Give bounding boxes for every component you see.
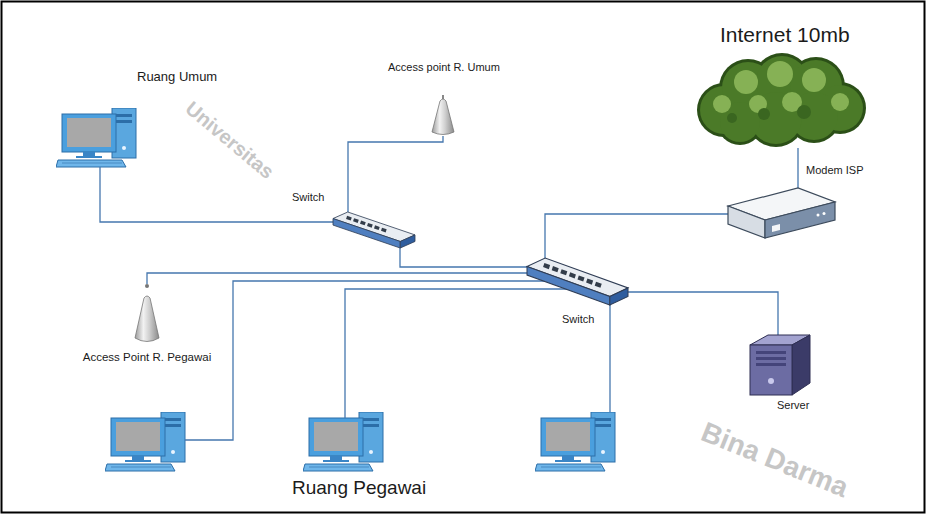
icon-part <box>527 267 610 305</box>
icon-part <box>552 266 559 272</box>
room-label: Ruang Umum <box>137 69 217 85</box>
icon-part <box>768 378 774 384</box>
icon-part <box>367 223 373 228</box>
icon-part <box>797 105 811 119</box>
modem-icon <box>728 188 835 240</box>
access-point-icon <box>132 284 162 344</box>
icon-part <box>767 61 793 87</box>
icon-part <box>400 235 415 248</box>
access-point-icon <box>430 95 456 136</box>
icon-part <box>817 214 820 217</box>
watermark: Bina Darma <box>697 415 854 504</box>
device-label: Access point R. Umum <box>388 61 500 74</box>
icon-part <box>697 53 866 147</box>
icon-part <box>765 202 835 238</box>
icon-part <box>792 335 810 395</box>
network-cable <box>345 289 567 418</box>
icon-part <box>432 99 454 135</box>
icon-part <box>442 95 444 99</box>
icon-part <box>333 219 400 248</box>
access-point: Access Point R. Pegawai <box>132 284 162 344</box>
server: Server <box>750 335 810 395</box>
network-cable <box>185 281 545 440</box>
server-icon <box>750 335 810 395</box>
icon-part <box>756 363 786 366</box>
icon-part <box>586 279 593 285</box>
device-label: Access Point R. Pegawai <box>83 351 211 365</box>
icon-part <box>713 95 731 113</box>
access-point: Access point R. Umum <box>430 95 456 136</box>
device-label: Internet 10mb <box>720 22 850 47</box>
icon-part <box>610 288 628 305</box>
icon-part <box>569 272 576 278</box>
internet-cloud: Internet 10mb <box>692 52 868 148</box>
icon-part <box>543 263 602 288</box>
network-cable <box>797 148 798 188</box>
icon-part <box>713 61 849 113</box>
pc-icons <box>56 108 615 471</box>
icon-part <box>543 263 550 269</box>
network-switch: Switch <box>527 258 628 305</box>
icon-part <box>346 216 387 233</box>
network-switch: Switch <box>333 212 415 248</box>
device-label: Switch <box>292 191 324 204</box>
icon-part <box>734 70 758 94</box>
icon-part <box>381 228 387 233</box>
icon-part <box>346 216 352 221</box>
icon-part <box>756 351 786 354</box>
pc-icon <box>303 412 383 471</box>
pc-icon <box>105 412 185 471</box>
icon-part <box>145 284 149 288</box>
icon-part <box>595 282 602 288</box>
pc-cables <box>100 167 610 440</box>
icon-part <box>802 68 826 92</box>
network-cable <box>400 248 527 267</box>
icon-part <box>374 225 380 230</box>
network-cable <box>348 136 443 212</box>
device-label: Modem ISP <box>806 164 863 177</box>
icon-part <box>831 93 849 111</box>
network-cable <box>545 214 728 258</box>
switch-icon <box>527 258 628 305</box>
icon-part <box>758 108 770 120</box>
icon-part <box>750 345 792 395</box>
watermark: Universitas <box>181 96 279 184</box>
device-label: Switch <box>562 313 594 326</box>
icon-part <box>560 269 567 275</box>
switch-icon <box>333 212 415 248</box>
pc-icon <box>535 412 615 471</box>
internet-cloud-icon <box>692 52 868 148</box>
network-cable <box>609 305 610 412</box>
icon-part <box>772 224 780 232</box>
network-cable <box>628 292 778 335</box>
room-label: Ruang Pegawai <box>292 477 426 500</box>
icon-part <box>353 218 359 223</box>
icon-part <box>360 221 366 226</box>
icon-part <box>135 296 159 342</box>
network-cable <box>100 167 333 222</box>
icon-part <box>700 56 863 144</box>
network-cable <box>147 273 527 284</box>
icon-part <box>577 275 584 281</box>
icon-part <box>823 212 826 215</box>
icon-part <box>728 206 765 238</box>
device-label: Server <box>777 399 809 412</box>
modem: Modem ISP <box>728 188 835 240</box>
icon-part <box>727 113 737 123</box>
pc-icon <box>56 108 136 167</box>
icon-part <box>727 105 811 123</box>
icon-part <box>756 357 786 360</box>
